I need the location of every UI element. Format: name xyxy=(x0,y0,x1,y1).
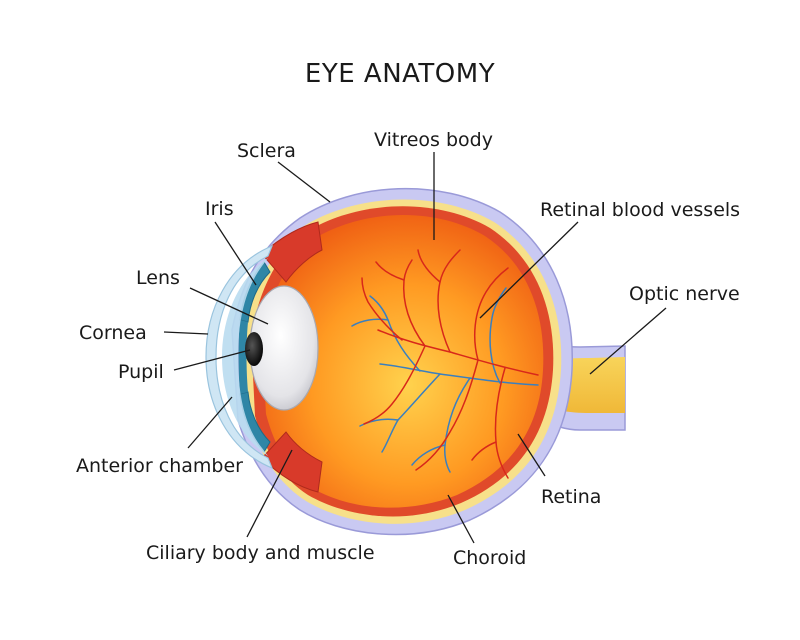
leader-choroid xyxy=(447,494,475,544)
label-anterior-chamber: Anterior chamber xyxy=(76,455,243,477)
diagram-title: EYE ANATOMY xyxy=(305,59,495,89)
leader-lines xyxy=(163,152,667,544)
label-retinal-blood-vessels: Retinal blood vessels xyxy=(540,199,740,221)
leader-sclera xyxy=(277,161,331,203)
label-lens: Lens xyxy=(136,267,180,289)
pupil xyxy=(245,332,263,366)
leader-optic-nerve xyxy=(589,307,667,375)
leader-iris xyxy=(214,221,257,286)
leader-anterior-chamber xyxy=(187,396,233,449)
leader-retina xyxy=(517,433,546,477)
label-cornea: Cornea xyxy=(79,322,147,344)
label-retina: Retina xyxy=(541,486,601,508)
iris-core xyxy=(238,320,248,394)
label-ciliary-body-and-muscle: Ciliary body and muscle xyxy=(146,542,375,564)
label-iris: Iris xyxy=(205,198,234,220)
label-optic-nerve: Optic nerve xyxy=(629,283,740,305)
label-pupil: Pupil xyxy=(118,361,164,383)
retinal-arteries xyxy=(361,249,539,479)
label-choroid: Choroid xyxy=(453,547,526,569)
label-sclera: Sclera xyxy=(237,140,296,162)
leader-cornea xyxy=(163,331,209,335)
leader-lens xyxy=(189,287,269,325)
vitreous-body xyxy=(262,215,544,508)
labels: Sclera Vitreos body Iris Retinal blood v… xyxy=(76,129,740,569)
leader-pupil xyxy=(173,349,251,371)
label-vitreous-body: Vitreos body xyxy=(374,129,493,151)
leader-ciliary-body-and-muscle xyxy=(246,449,293,538)
ciliary-body-lower xyxy=(261,431,323,493)
cornea xyxy=(205,244,274,470)
retinal-veins xyxy=(351,287,539,473)
ciliary-body-upper xyxy=(261,221,323,283)
leader-retinal-blood-vessels xyxy=(479,221,579,319)
